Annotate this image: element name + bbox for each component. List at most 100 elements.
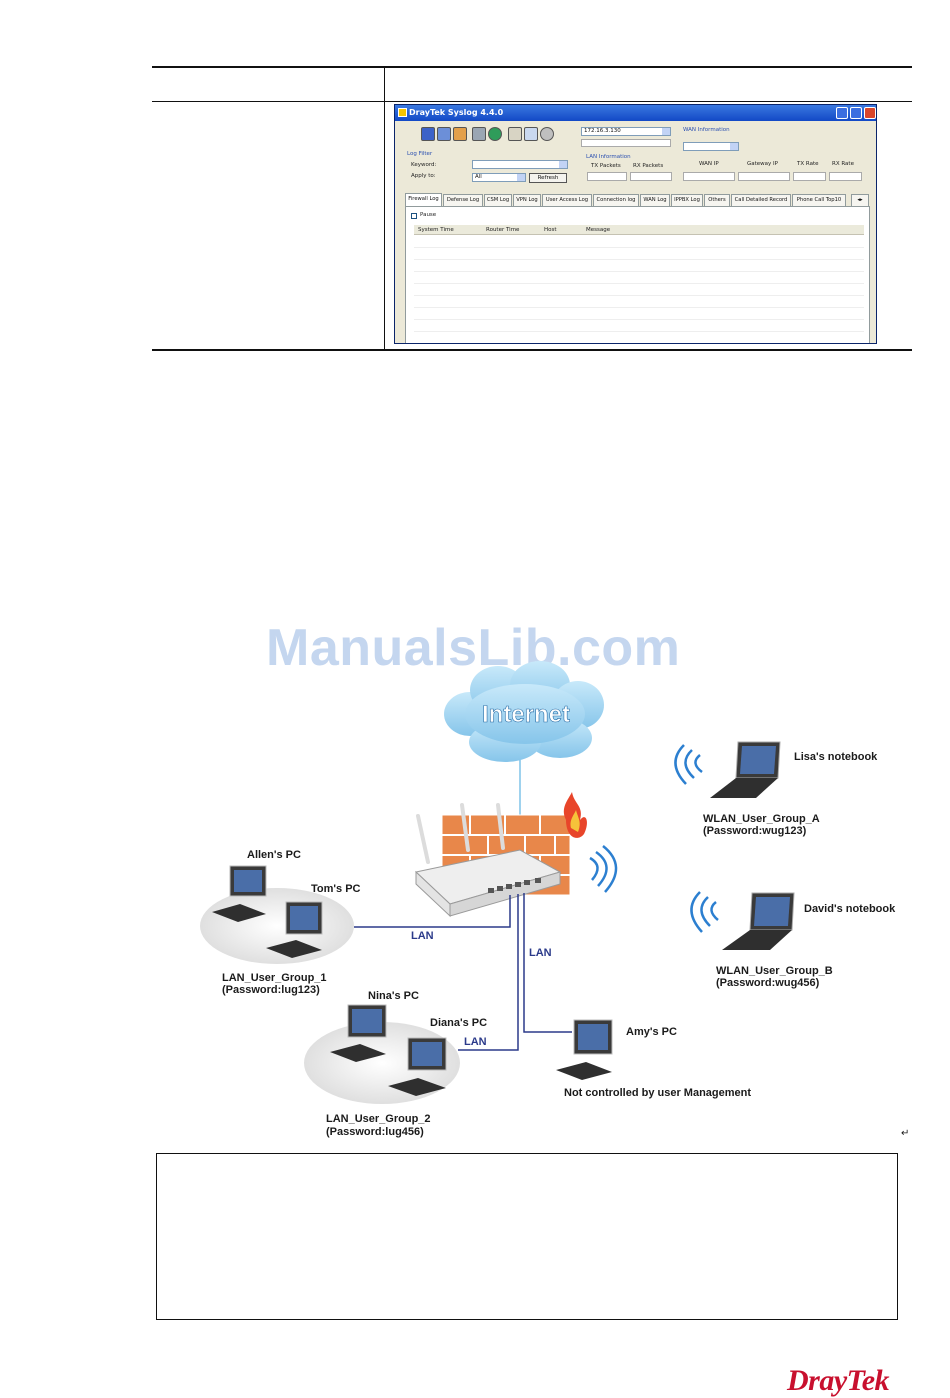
maximize-icon[interactable] (850, 107, 862, 119)
tab-connection-log[interactable]: Connection log (593, 194, 639, 206)
lan-info-label: LAN Information (586, 154, 631, 160)
diana-pc-icon (388, 1037, 447, 1096)
wlan-group-b-label: WLAN_User_Group_B (716, 965, 833, 977)
close-icon[interactable] (864, 107, 876, 119)
nina-pc-icon (330, 1004, 387, 1062)
col-host: Host (544, 227, 557, 233)
lan-label-center: LAN (529, 947, 552, 959)
david-wifi-icon (690, 891, 719, 933)
router-icon (414, 803, 562, 918)
table-top-rule (152, 66, 912, 68)
ip-select-value: 172.16.3.130 (584, 128, 621, 134)
ip-status-box (581, 139, 671, 147)
pause-label: Pause (420, 212, 437, 218)
amy-note-label: Not controlled by user Management (564, 1087, 752, 1099)
tab-call-detailed-record[interactable]: Call Detailed Record (731, 194, 791, 206)
chevron-down-icon (559, 161, 567, 168)
wan-select[interactable] (683, 142, 739, 151)
pause-checkbox[interactable] (411, 213, 417, 219)
ip-select[interactable]: 172.16.3.130 (581, 127, 671, 136)
return-mark: ↵ (901, 1128, 910, 1139)
wan-info-label: WAN Information (683, 127, 730, 133)
log-row-line (414, 295, 864, 296)
tom-pc-icon (266, 901, 323, 958)
watermark: ManualsLib.com (266, 619, 681, 677)
log-table-header: System Time Router Time Host Message (414, 225, 864, 235)
save-icon[interactable] (421, 127, 435, 141)
log-row-line (414, 259, 864, 260)
tab-vpn-log[interactable]: VPN Log (513, 194, 541, 206)
tab-others[interactable]: Others (704, 194, 730, 206)
tx-packets-box (587, 172, 627, 181)
chevron-down-icon (662, 128, 670, 135)
log-area: Pause System Time Router Time Host Messa… (405, 206, 870, 343)
refresh-icon[interactable] (540, 127, 554, 141)
lan-group-1-label: LAN_User_Group_1 (222, 972, 327, 984)
rx-rate-box (829, 172, 862, 181)
wan-ip-label: WAN IP (699, 161, 719, 167)
log-row-line (414, 319, 864, 320)
draytek-logo: DrayTek (787, 1364, 890, 1397)
david-notebook-label: David's notebook (804, 903, 896, 915)
minimize-icon[interactable] (836, 107, 848, 119)
syslog-title: DrayTek Syslog 4.4.0 (409, 108, 504, 117)
rx-rate-label: RX Rate (832, 161, 854, 167)
apply-to-value: All (475, 174, 482, 180)
keyword-input[interactable] (472, 160, 568, 169)
amy-pc-label: Amy's PC (626, 1026, 677, 1038)
refresh-button[interactable]: Refresh (529, 173, 567, 183)
diana-pc-label: Diana's PC (430, 1017, 488, 1029)
tab-defense-log[interactable]: Defense Log (443, 194, 483, 206)
tab-user-access-log[interactable]: User Access Log (542, 194, 592, 206)
log-row-line (414, 247, 864, 248)
lisa-notebook-icon (710, 741, 781, 798)
wlan-group-a-label: WLAN_User_Group_A (703, 813, 820, 825)
chevron-down-icon (517, 174, 525, 181)
table-header-rule (152, 101, 912, 102)
globe-icon[interactable] (488, 127, 502, 141)
log-tabs: Firewall Log Defense Log CSM Log VPN Log… (405, 193, 870, 206)
col-router-time: Router Time (486, 227, 520, 233)
lan-label-left: LAN (411, 930, 434, 942)
fire-icon (563, 792, 587, 838)
tab-ippbx-log[interactable]: IPPBX Log (671, 194, 703, 206)
tx-rate-box (793, 172, 826, 181)
app-icon (398, 108, 407, 117)
tab-phone-call-top10[interactable]: Phone Call Top10 (792, 194, 846, 206)
lan-group-2-label: LAN_User_Group_2 (326, 1113, 431, 1125)
tab-csm-log[interactable]: CSM Log (484, 194, 512, 206)
syslog-window: DrayTek Syslog 4.4.0 172.16.3.130 WAN In… (394, 104, 877, 344)
lan-group-1-area (200, 888, 354, 964)
filter-icon[interactable] (453, 127, 467, 141)
tab-wan-log[interactable]: WAN Log (640, 194, 670, 206)
table-column-divider (384, 67, 385, 350)
router-wifi-icon (589, 845, 618, 893)
search-icon[interactable] (524, 127, 538, 141)
rx-packets-box (630, 172, 672, 181)
apply-to-select[interactable]: All (472, 173, 526, 182)
tx-packets-label: TX Packets (591, 163, 621, 169)
chevron-down-icon (730, 143, 738, 150)
lisa-wifi-icon (674, 744, 703, 785)
amy-pc-icon (556, 1019, 613, 1080)
tab-scroll-arrows[interactable]: ◂▸ (851, 194, 869, 206)
gateway-ip-label: Gateway IP (747, 161, 778, 167)
wan-ip-box (683, 172, 735, 181)
internet-label: Internet (482, 701, 570, 728)
lan-group-1-password: (Password:lug123) (222, 984, 320, 996)
lan-links (354, 893, 572, 1051)
nina-pc-label: Nina's PC (368, 990, 419, 1002)
open-icon[interactable] (437, 127, 451, 141)
col-message: Message (586, 227, 611, 233)
tools-icon[interactable] (508, 127, 522, 141)
tx-rate-label: TX Rate (797, 161, 819, 167)
keyword-label: Keyword: (411, 162, 437, 168)
col-system-time: System Time (418, 227, 454, 233)
print-icon[interactable] (472, 127, 486, 141)
lan-label-bottom: LAN (464, 1036, 487, 1048)
internet-cloud-icon (444, 661, 604, 762)
log-row-line (414, 307, 864, 308)
tab-firewall-log[interactable]: Firewall Log (405, 193, 442, 206)
lan-group-2-password: (Password:lug456) (326, 1126, 424, 1138)
